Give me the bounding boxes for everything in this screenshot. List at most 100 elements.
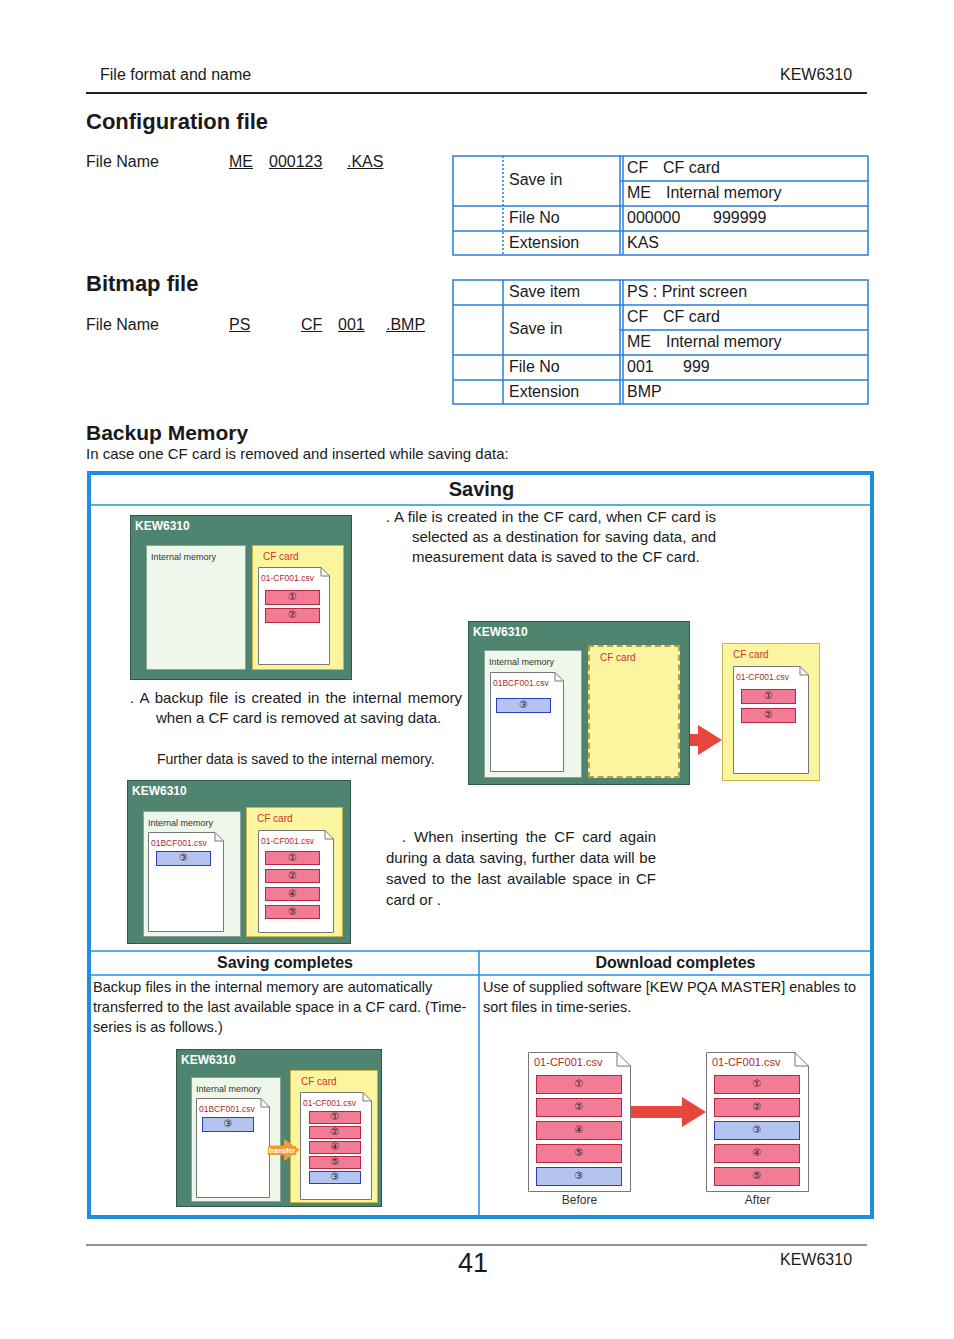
- cf-card-box: CF card01-CF001.csv①②: [252, 545, 344, 670]
- config-table-grid: [453, 156, 868, 255]
- caption-text: After: [706, 1192, 809, 1207]
- csv-file: 01BCF001.csv③: [490, 672, 564, 772]
- callout-number: ①: [742, 690, 795, 702]
- callout-number: ①: [266, 852, 319, 863]
- file-fold: [261, 1099, 270, 1108]
- backup-data-block: ③: [202, 1117, 254, 1132]
- callout-number: ①: [266, 591, 319, 603]
- data-block: ④: [536, 1121, 622, 1140]
- file-fold: [325, 831, 334, 840]
- callout-number: ⑤: [310, 1157, 360, 1167]
- callout-number: ①: [715, 1076, 799, 1092]
- data-block: ②: [714, 1098, 800, 1117]
- file-shape: [259, 568, 330, 665]
- data-block: ①: [265, 590, 320, 605]
- box-title: Internal memory: [144, 814, 217, 832]
- section-heading: Configuration file: [86, 109, 268, 134]
- memory-box: Internal memory: [146, 545, 246, 670]
- backup-data-block: ③: [536, 1167, 622, 1186]
- file-shape: [707, 1053, 809, 1192]
- saving-frame: [89, 473, 872, 1217]
- header-rule: [86, 93, 867, 94]
- instrument-panel: KEW6310Internal memoryCF card01-CF001.cs…: [130, 515, 352, 680]
- data-block: ④: [265, 887, 320, 901]
- csv-file: 01-CF001.csv①②④⑤: [258, 830, 334, 933]
- table-cell: Internal memory: [666, 333, 782, 351]
- file-fold: [321, 568, 330, 577]
- cf-card-box: CF card01-CF001.csv①②④⑤: [246, 807, 343, 937]
- box-title: CF card: [590, 649, 646, 666]
- block-arrow: [690, 734, 702, 746]
- frame-heading: Saving: [91, 478, 872, 501]
- cell-text: Backup files in the internal memory are …: [93, 977, 477, 1037]
- data-block: ⑤: [536, 1144, 622, 1163]
- table-cell: CF: [627, 159, 648, 177]
- bitmap-table-grid: [453, 280, 868, 404]
- filename-part: CF: [301, 316, 322, 334]
- csv-file: 01-CF001.csv①②: [258, 567, 330, 665]
- block-arrow: [631, 1106, 686, 1118]
- callout-number: ③: [537, 1168, 621, 1184]
- device-name: KEW6310: [131, 516, 194, 536]
- file-shape: [734, 667, 809, 774]
- caption-text: Before: [528, 1192, 631, 1207]
- cf-card-box: CF card01-CF001.csv①②: [722, 643, 820, 781]
- file-fold: [215, 833, 224, 842]
- backup-data-block: ③: [496, 698, 551, 713]
- arrow-label: transfer: [268, 1146, 296, 1155]
- data-block: ①: [536, 1075, 622, 1094]
- filename-part: 000123: [269, 153, 322, 171]
- filename-part: PS: [229, 316, 250, 334]
- callout-number: ②: [266, 870, 319, 881]
- intro-text: In case one CF card is removed and inser…: [86, 446, 509, 463]
- file-name: 01BCF001.csv: [148, 835, 210, 851]
- data-block: ①: [741, 689, 796, 704]
- file-shape: [529, 1053, 631, 1192]
- callout-number: ④: [537, 1122, 621, 1138]
- field-label: File Name: [86, 316, 159, 334]
- file-name: 01-CF001.csv: [300, 1095, 359, 1111]
- data-block: ⑤: [309, 1156, 361, 1169]
- callout-number: ①: [537, 1076, 621, 1092]
- table-cell: 999999: [713, 209, 766, 227]
- data-block: ②: [265, 869, 320, 883]
- table-cell: 999: [683, 358, 710, 376]
- data-block: ②: [265, 608, 320, 623]
- device-name: KEW6310: [177, 1050, 240, 1070]
- memory-box: Internal memory 01BCF001.csv③: [143, 811, 241, 937]
- table-cell: CF card: [663, 159, 720, 177]
- data-block: ①: [714, 1075, 800, 1094]
- table-cell: 000000: [627, 209, 680, 227]
- data-block: ⑤: [265, 905, 320, 919]
- table-cell: Extension: [509, 383, 579, 401]
- table-cell: Save item: [509, 283, 580, 301]
- filename-part: .KAS: [347, 153, 383, 171]
- csv-file: 01BCF001.csv③: [196, 1098, 270, 1198]
- column-heading: Saving completes: [91, 954, 479, 972]
- data-block: ④: [309, 1141, 361, 1154]
- file-fold: [363, 1093, 372, 1102]
- section-heading: Bitmap file: [86, 271, 198, 296]
- backup-data-block: ③: [156, 851, 211, 866]
- page-number: 41: [458, 1248, 488, 1279]
- file-fold: [555, 673, 564, 682]
- block-arrow: [270, 1146, 287, 1155]
- step-note: . A backup file is created in the intern…: [130, 688, 462, 728]
- table-cell: CF: [627, 308, 648, 326]
- csv-file: 01-CF001.csv①②④⑤③: [300, 1092, 372, 1200]
- table-cell: Extension: [509, 234, 579, 252]
- callout-number: ③: [715, 1122, 799, 1138]
- file-fold: [795, 1053, 809, 1067]
- callout-number: ③: [497, 699, 550, 711]
- data-block: ①: [309, 1111, 361, 1124]
- column-heading: Download completes: [481, 954, 870, 972]
- callout-number: ②: [742, 709, 795, 721]
- file-shape: [491, 673, 564, 772]
- file-shape: [149, 833, 224, 932]
- table-cell: Internal memory: [666, 184, 782, 202]
- file-shape: [301, 1093, 372, 1200]
- device-name: KEW6310: [469, 622, 532, 642]
- file-name: 01BCF001.csv: [196, 1101, 258, 1117]
- file-fold: [800, 667, 809, 676]
